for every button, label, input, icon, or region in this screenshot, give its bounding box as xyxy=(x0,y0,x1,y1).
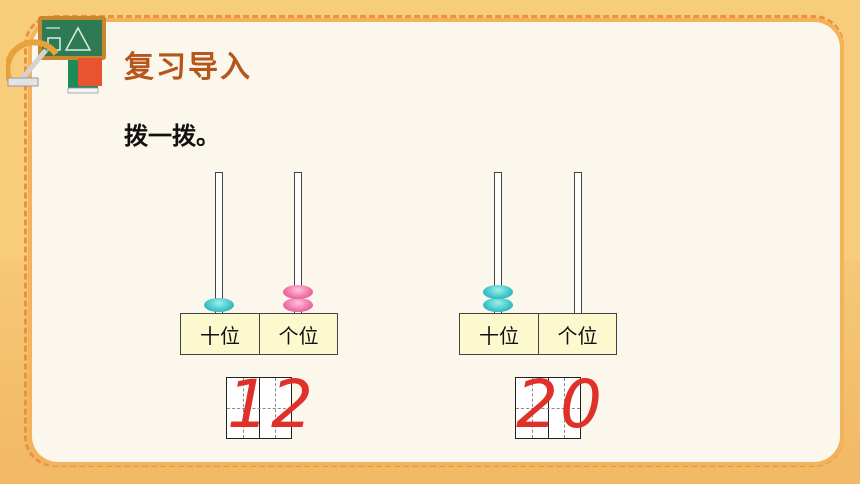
tens-bead[interactable] xyxy=(483,298,513,312)
ones-bead[interactable] xyxy=(283,285,313,299)
protractor-icon xyxy=(6,39,59,88)
place-value-chart: 十位 个位 xyxy=(180,313,338,355)
ones-label: 个位 xyxy=(538,314,616,354)
tens-label: 十位 xyxy=(200,323,240,348)
place-value-chart: 十位 个位 xyxy=(459,313,617,355)
ones-bead[interactable] xyxy=(283,298,313,312)
tens-rod xyxy=(215,172,223,314)
written-number: 20 xyxy=(516,366,604,443)
frame-dashed-border xyxy=(24,15,844,467)
book-icon xyxy=(67,58,102,94)
tens-bead[interactable] xyxy=(204,298,234,312)
ones-label: 个位 xyxy=(259,314,337,354)
content-panel xyxy=(32,22,840,462)
instruction-text: 拨一拨。 xyxy=(124,122,220,150)
ones-rod xyxy=(574,172,582,314)
number-writing-grid: 12 xyxy=(226,370,313,440)
tens-bead[interactable] xyxy=(483,285,513,299)
page-title: 复习导入 xyxy=(124,50,252,85)
tens-label: 十位 xyxy=(479,323,519,348)
written-number: 12 xyxy=(227,366,315,443)
number-writing-grid: 20 xyxy=(515,370,602,440)
